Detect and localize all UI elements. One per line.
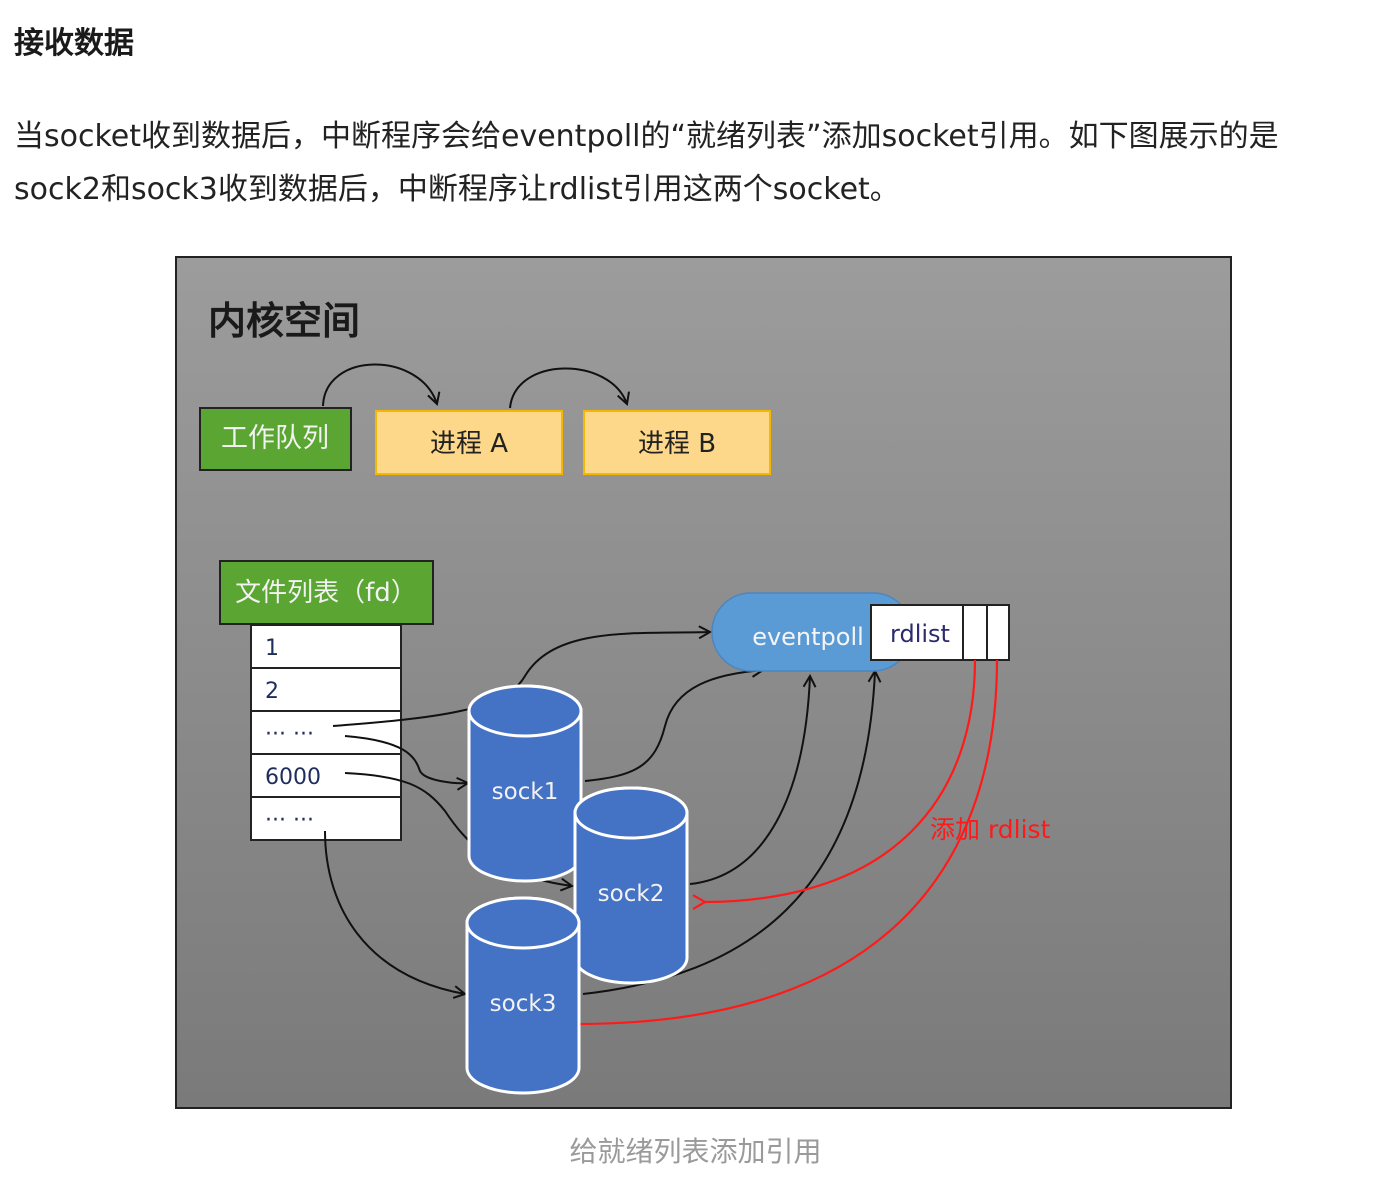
paragraph-line-2: sock2和sock3收到数据后，中断程序让rdlist引用这两个socket。 [14,172,900,207]
socket-label: sock2 [598,881,665,907]
diagram-canvas: 内核空间 工作队列 进程 A 进程 B 文件列表（fd） 1 2 ··· ··· 60… [175,256,1232,1109]
fd-row-label: 2 [265,679,279,704]
fd-row-label: 6000 [265,765,321,790]
fd-list-header: 文件列表（fd） [219,560,434,625]
add-rdlist-label: 添加 rdlist [930,815,1051,844]
work-queue-label: 工作队列 [221,423,329,454]
eventpoll-label: eventpoll [752,623,864,651]
article-paragraph: 当socket收到数据后，中断程序会给eventpoll的“就绪列表”添加soc… [14,110,1389,216]
fd-to-sock1-arrow [344,735,468,783]
sock2-to-eventpoll-arrow [689,676,810,885]
eventpoll-node: eventpoll [711,592,913,672]
fd-to-sock3-arrow [324,830,465,994]
socket-sock3: sock3 [465,896,581,1095]
rdlist-to-sock2-arrow [705,659,977,902]
fd-table: 1 2 ··· ··· 6000 ··· ··· [250,624,402,841]
fd-row-label: 1 [265,636,279,661]
rdlist-to-sock3-arrow [577,659,999,1024]
socket-sock1: sock1 [467,684,583,883]
fd-row-label: ··· ··· [265,808,314,833]
fd-to-eventpoll-arrow [332,632,710,727]
process-a-to-b-arrow [509,367,627,409]
work-queue-box: 工作队列 [199,407,352,471]
process-a-box: 进程 A [375,410,563,475]
rdlist-slot-2 [986,604,1010,661]
fd-row-label: ··· ··· [265,722,314,747]
sock1-to-eventpoll-arrow [584,670,763,782]
epoll-diagram: 内核空间 工作队列 进程 A 进程 B 文件列表（fd） 1 2 ··· ··· 60… [175,256,1232,1109]
fd-row [250,624,402,669]
socket-label: sock3 [490,991,557,1017]
queue-to-process-a-arrow [322,363,437,407]
socket-group: sock1 sock2 sock3 [465,684,689,1095]
kernel-space-title: 内核空间 [208,299,360,343]
rdlist-label: rdlist [890,620,950,648]
paragraph-line-1: 当socket收到数据后，中断程序会给eventpoll的“就绪列表”添加soc… [14,119,1279,154]
section-heading: 接收数据 [14,26,134,61]
socket-sock2: sock2 [573,786,689,985]
socket-label: sock1 [492,779,559,805]
rdlist-node: rdlist [870,604,1010,661]
fd-row [250,667,402,712]
process-b-box: 进程 B [583,410,771,475]
process-a-label: 进程 A [430,429,508,459]
fd-list-header-label: 文件列表（fd） [235,578,417,608]
process-b-label: 进程 B [638,429,716,459]
rdlist-slot-1 [962,604,988,661]
figure-caption: 给就绪列表添加引用 [569,1135,822,1168]
